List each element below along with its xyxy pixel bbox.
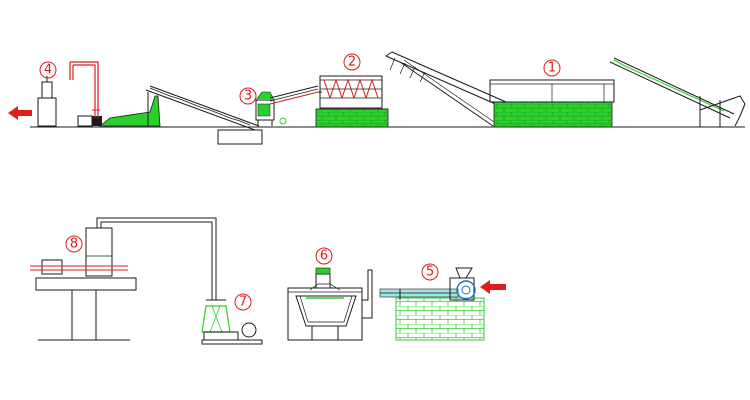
station-3-label: 3 [244, 89, 252, 104]
station-6-marker: 6 [315, 247, 333, 265]
station-5-label: 5 [426, 265, 434, 280]
station-7-marker: 7 [234, 293, 252, 311]
station-4-marker: 4 [39, 61, 57, 79]
station-6-label: 6 [320, 249, 328, 264]
output-arrow-icon [8, 106, 32, 120]
station-8-marker: 8 [65, 235, 83, 253]
inclined-conveyor-a [145, 85, 263, 145]
station-3-machine [255, 85, 319, 126]
station-5-marker: 5 [421, 263, 439, 281]
station-1-machine [489, 79, 615, 128]
inclined-conveyor-c [609, 57, 746, 127]
inclined-conveyor-b [385, 51, 507, 127]
top-production-line: 4 3 [8, 51, 746, 145]
station-6-machine [287, 267, 373, 341]
station-4-machine [37, 61, 102, 127]
station-2-label: 2 [348, 55, 356, 70]
station-2-marker: 2 [343, 53, 361, 71]
bottom-production-line: 8 7 [30, 217, 506, 345]
station-7-label: 7 [239, 295, 247, 310]
green-tank-small [98, 95, 161, 127]
station-7-machine [201, 299, 263, 345]
input-arrow-icon [480, 280, 506, 294]
station-4-label: 4 [44, 63, 52, 78]
station-5-machine [379, 267, 485, 341]
station-3-marker: 3 [239, 87, 257, 105]
station-8-machine [30, 217, 217, 341]
station-2-machine [315, 75, 389, 128]
station-1-label: 1 [548, 61, 556, 76]
station-1-marker: 1 [543, 59, 561, 77]
station-8-label: 8 [70, 237, 78, 252]
